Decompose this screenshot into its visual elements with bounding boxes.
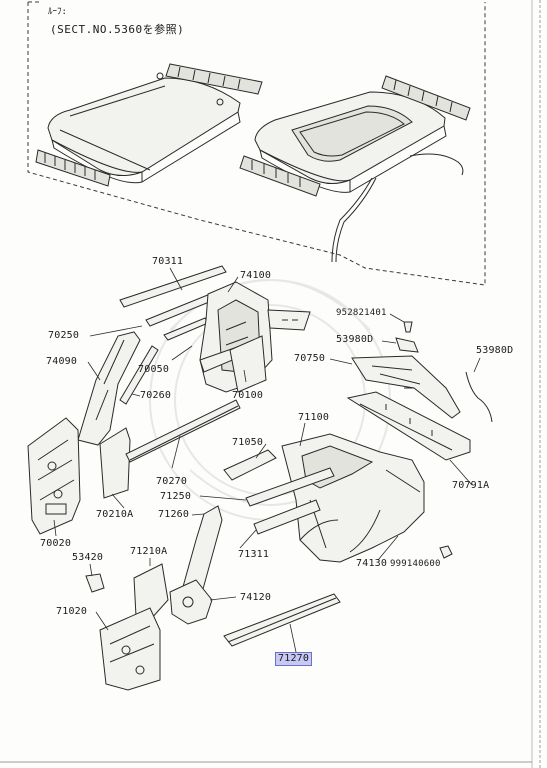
part-label-999140600[interactable]: 999140600 bbox=[390, 559, 441, 569]
part-53980d-clip-shape bbox=[395, 337, 419, 353]
part-70210a-shape bbox=[99, 427, 131, 499]
part-label-74100[interactable]: 74100 bbox=[240, 270, 272, 281]
part-71260-shape bbox=[169, 505, 223, 625]
part-74090-shape bbox=[77, 331, 141, 446]
part-952821401-shape bbox=[403, 321, 413, 333]
roof-section-reference: (SECT.NO.5360を参照) bbox=[50, 23, 185, 36]
roof-section-title: ﾙｰﾌ: bbox=[48, 7, 67, 17]
part-70791a-shape bbox=[346, 391, 471, 461]
part-71050-shape bbox=[223, 449, 277, 481]
part-label-70750[interactable]: 70750 bbox=[294, 353, 326, 364]
part-53420-shape bbox=[85, 573, 105, 593]
roof-panel-sunroof bbox=[239, 75, 471, 263]
part-label-70250[interactable]: 70250 bbox=[48, 330, 80, 341]
part-label-70210a[interactable]: 70210A bbox=[96, 509, 134, 520]
part-label-74090[interactable]: 74090 bbox=[46, 356, 78, 367]
part-71311-shape bbox=[253, 499, 321, 535]
part-53980d-rod-shape bbox=[465, 371, 493, 423]
part-label-71250[interactable]: 71250 bbox=[160, 491, 192, 502]
part-label-70260[interactable]: 70260 bbox=[140, 390, 172, 401]
part-label-70020[interactable]: 70020 bbox=[40, 538, 72, 549]
part-label-70100[interactable]: 70100 bbox=[232, 390, 264, 401]
part-label-74130[interactable]: 74130 bbox=[356, 558, 388, 569]
part-71270-shape bbox=[223, 593, 341, 647]
part-70311-shape bbox=[119, 265, 227, 308]
part-999140600-shape bbox=[439, 545, 453, 559]
part-71250-shape bbox=[245, 467, 335, 507]
part-71210a-shape bbox=[133, 563, 169, 621]
part-label-70311[interactable]: 70311 bbox=[152, 256, 184, 267]
part-label-71050[interactable]: 71050 bbox=[232, 437, 264, 448]
part-label-71270-highlighted[interactable]: 71270 bbox=[275, 652, 313, 666]
part-label-53980d-clip[interactable]: 53980D bbox=[336, 334, 374, 345]
part-70020-shape bbox=[27, 417, 81, 535]
part-label-71100[interactable]: 71100 bbox=[298, 412, 330, 423]
part-70270-shape bbox=[125, 399, 241, 463]
part-label-71260[interactable]: 71260 bbox=[158, 509, 190, 520]
part-71020-shape bbox=[99, 607, 161, 691]
leader-lines bbox=[53, 267, 481, 653]
part-70100-shape bbox=[229, 335, 267, 393]
part-label-53420[interactable]: 53420 bbox=[72, 552, 104, 563]
part-label-70050[interactable]: 70050 bbox=[138, 364, 170, 375]
part-label-71020[interactable]: 71020 bbox=[56, 606, 88, 617]
part-label-74120[interactable]: 74120 bbox=[240, 592, 272, 603]
part-label-70791a[interactable]: 70791A bbox=[452, 480, 490, 491]
part-label-53980d-rod[interactable]: 53980D bbox=[476, 345, 514, 356]
roof-panel-solid bbox=[35, 63, 263, 187]
part-label-71311[interactable]: 71311 bbox=[238, 549, 270, 560]
part-label-70270[interactable]: 70270 bbox=[156, 476, 188, 487]
part-label-952821401[interactable]: 952821401 bbox=[336, 308, 387, 318]
part-70750-shape bbox=[351, 355, 461, 419]
part-label-71210a[interactable]: 71210A bbox=[130, 546, 168, 557]
part-70260-shape bbox=[119, 345, 159, 405]
roof-group-boundary bbox=[27, 2, 486, 286]
part-71100-shape bbox=[281, 433, 425, 563]
